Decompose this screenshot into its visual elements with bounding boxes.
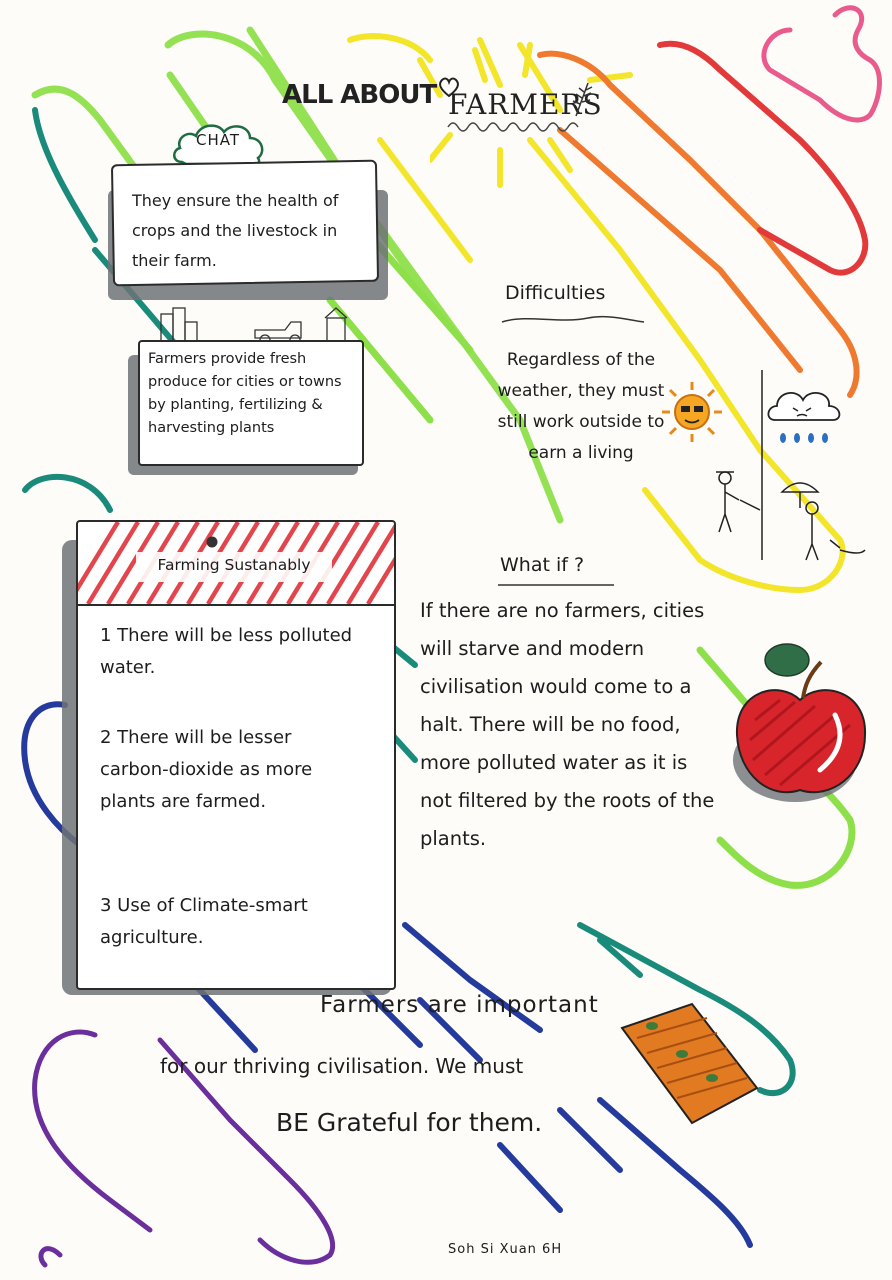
sun-icon	[662, 382, 722, 442]
produce-note	[138, 340, 364, 466]
difficulties-text: Regardless of the weather, they must sti…	[497, 350, 665, 463]
heart-icon	[439, 77, 459, 98]
title-wavy-underline	[447, 122, 579, 132]
wheat-icon	[572, 82, 593, 117]
sustainable-card	[76, 520, 396, 990]
difficulties-heading: Difficulties	[505, 282, 606, 304]
title-all-about: ALL ABOUT	[282, 80, 437, 110]
sustainable-item-2: 2 There will be lesser carbon-dioxide as…	[100, 727, 313, 812]
difficulties-underline	[501, 315, 645, 323]
what-if-heading: What if ?	[500, 554, 585, 576]
sun-rays-decoration	[430, 42, 573, 188]
sustainable-card-title: Farming Sustanably	[157, 556, 311, 574]
farm-soil-icon	[620, 1002, 759, 1125]
chat-bubble-text: They ensure the health of crops and the …	[132, 191, 339, 270]
closing-line-1: Farmers are important	[320, 992, 599, 1018]
sustainable-item-3: 3 Use of Climate-smart agriculture.	[100, 895, 308, 948]
signature: Soh Si Xuan 6H	[448, 1242, 563, 1257]
closing-line-2: for our thriving civilisation. We must	[160, 1054, 524, 1078]
chat-cloud-label: CHAT	[196, 131, 241, 149]
what-if-text: If there are no farmers, cities will sta…	[420, 599, 715, 850]
rain-cloud-icon	[767, 392, 841, 443]
closing-line-3: BE Grateful for them.	[276, 1108, 543, 1137]
card-red-stripes	[78, 522, 394, 606]
sustainable-item-1: 1 There will be less polluted water.	[100, 625, 353, 678]
what-if-underline	[498, 584, 614, 586]
chat-cloud-icon	[173, 124, 264, 166]
produce-note-text: Farmers provide fresh produce for cities…	[148, 351, 342, 436]
farmer-figures-sketch	[716, 370, 866, 561]
apple-icon	[733, 643, 867, 802]
